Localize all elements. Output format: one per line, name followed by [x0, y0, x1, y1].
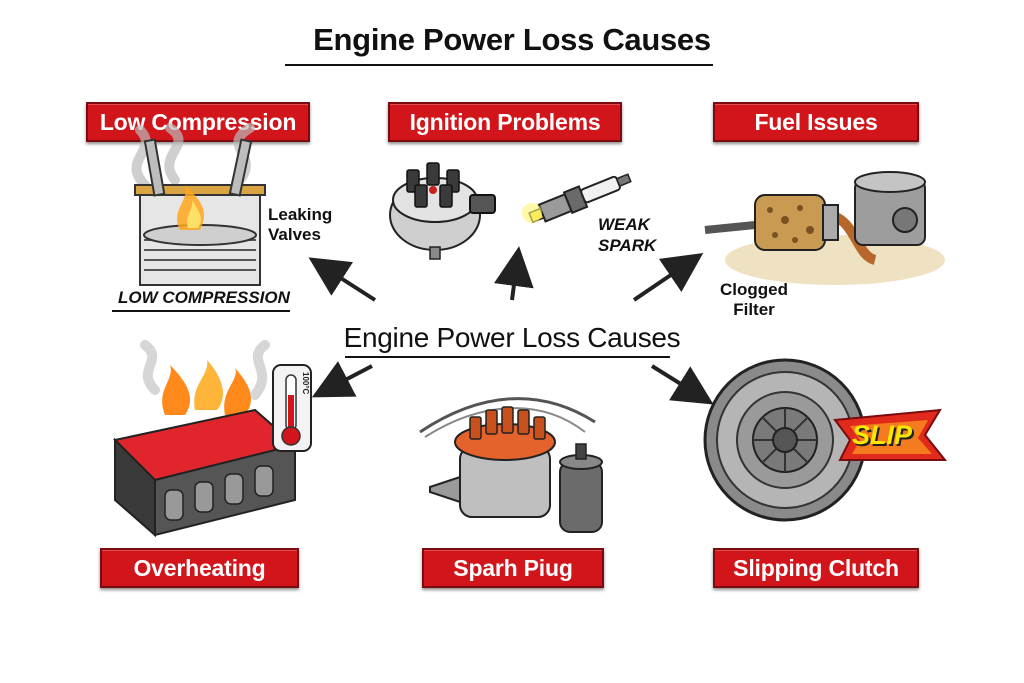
slip-badge-text: SLIP	[852, 420, 912, 451]
thermometer-scale-text: 100°C	[301, 372, 310, 394]
label-fuel-issues: Fuel Issues	[713, 102, 919, 142]
distributor-coil-icon	[420, 392, 610, 542]
label-ignition-problems: Ignition Problems	[388, 102, 622, 142]
piston-cylinder-icon	[100, 140, 290, 290]
clutch-plate-icon	[700, 360, 950, 530]
label-low-compression: Low Compression	[86, 102, 310, 142]
annotation-clogged-filter: Clogged Filter	[720, 280, 788, 320]
annotation-leaking-valves: Leaking Valves	[268, 205, 332, 245]
label-spark-plug: Sparh Piug	[422, 548, 604, 588]
caption-underline	[112, 310, 290, 312]
fuel-filter-icon	[705, 160, 945, 290]
caption-low-compression: LOW COMPRESSION	[118, 288, 290, 308]
arrow-fuel	[634, 262, 690, 300]
distributor-cap-icon	[385, 155, 505, 265]
annotation-weak-spark: WEAK SPARK	[598, 214, 656, 256]
arrow-overheating	[326, 366, 372, 390]
arrow-clutch	[652, 366, 700, 396]
label-slipping-clutch: Slipping Clutch	[713, 548, 919, 588]
engine-thermometer-icon	[95, 360, 315, 550]
label-overheating: Overheating	[100, 548, 299, 588]
arrow-ignition	[512, 262, 517, 300]
arrow-low-compression	[322, 266, 375, 300]
